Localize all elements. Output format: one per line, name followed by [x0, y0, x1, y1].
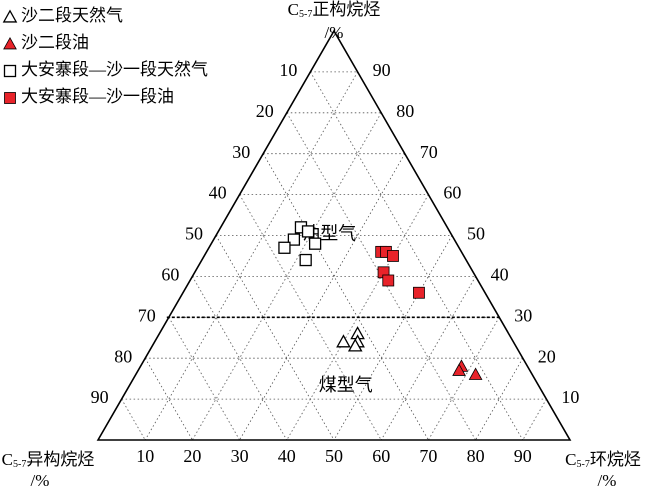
right-axis-label-text: 环烷烃 — [590, 450, 641, 469]
data-point — [299, 253, 312, 267]
grid-line — [310, 71, 524, 441]
bottom-tick-label: 30 — [231, 446, 249, 466]
bottom-tick-label: 10 — [136, 446, 154, 466]
left-tick-label: 70 — [138, 305, 156, 325]
right-tick-label: 50 — [467, 224, 485, 244]
left-axis-label-prefix: C — [2, 450, 13, 469]
grid-line — [239, 153, 406, 441]
right-tick-label: 80 — [396, 101, 414, 121]
legend-marker — [3, 36, 17, 50]
right-tick-label: 20 — [538, 346, 556, 366]
legend-marker — [2, 9, 18, 23]
right-tick-label: 30 — [514, 305, 532, 325]
legend-label: 大安寨段—沙一段油 — [21, 87, 174, 106]
data-point — [301, 225, 315, 238]
legend-marker — [4, 92, 16, 104]
right-tick-label: 90 — [373, 60, 391, 80]
top-axis-label-subscript: 5-7 — [299, 9, 312, 20]
grid-line — [262, 153, 429, 441]
left-axis-label-text: 异构烷烃 — [26, 450, 94, 469]
data-point — [347, 338, 363, 352]
bottom-tick-label: 60 — [372, 446, 390, 466]
grid-line — [215, 235, 335, 441]
left-axis-label-unit: /% — [31, 471, 50, 490]
region-label: 煤型气 — [319, 375, 373, 395]
left-tick-label: 80 — [114, 346, 132, 366]
top-axis-label-text: 正构烷烃 — [312, 0, 380, 19]
data-point — [387, 250, 399, 262]
data-point — [468, 367, 483, 380]
right-tick-label: 60 — [443, 183, 461, 203]
data-point — [278, 241, 291, 254]
left-tick-label: 50 — [185, 224, 203, 244]
data-point — [308, 237, 322, 250]
left-tick-label: 30 — [232, 142, 250, 162]
left-tick-label: 40 — [209, 183, 227, 203]
left-tick-label: 60 — [161, 265, 179, 285]
top-axis-label: C5-7正构烷烃 — [288, 0, 381, 20]
data-point — [382, 274, 395, 287]
grid-line — [428, 317, 500, 441]
right-axis-label-subscript: 5-7 — [577, 459, 590, 470]
grid-line — [380, 276, 476, 441]
right-tick-label: 70 — [420, 142, 438, 162]
bottom-tick-label: 80 — [467, 446, 485, 466]
grid-line — [168, 317, 240, 441]
right-tick-label: 40 — [491, 265, 509, 285]
data-point — [413, 286, 425, 299]
top-axis-label-prefix: C — [288, 0, 299, 19]
data-points — [278, 221, 483, 380]
data-point — [287, 233, 301, 246]
grid-line — [192, 112, 382, 441]
grid-line — [144, 71, 358, 441]
legend-label: 大安寨段—沙一段天然气 — [21, 60, 208, 79]
data-point — [336, 334, 351, 348]
data-point — [452, 363, 466, 376]
bottom-tick-label: 90 — [514, 446, 532, 466]
right-axis-label-prefix: C — [565, 450, 576, 469]
right-tick-label: 10 — [561, 387, 579, 407]
grid-line — [192, 276, 288, 441]
left-tick-label: 10 — [279, 60, 297, 80]
left-axis-label: C5-7异构烷烃 — [2, 450, 95, 470]
left-tick-label: 90 — [91, 387, 109, 407]
left-axis-label-subscript: 5-7 — [13, 459, 26, 470]
right-axis-label-unit: /% — [598, 471, 617, 490]
bottom-tick-label: 50 — [325, 446, 343, 466]
bottom-tick-label: 70 — [419, 446, 437, 466]
bottom-tick-label: 20 — [183, 446, 201, 466]
right-axis-label: C5-7环烷烃 — [565, 450, 641, 470]
top-axis-label-unit: /% — [325, 23, 344, 42]
grid-line — [522, 398, 547, 441]
legend-marker — [3, 64, 17, 78]
grid-line — [333, 235, 453, 441]
legend-label: 沙二段油 — [21, 33, 89, 52]
legend-label: 沙二段天然气 — [21, 6, 123, 25]
triangle-frame — [96, 29, 572, 441]
left-tick-label: 20 — [256, 101, 274, 121]
grid-line — [121, 398, 146, 441]
bottom-tick-label: 40 — [278, 446, 296, 466]
